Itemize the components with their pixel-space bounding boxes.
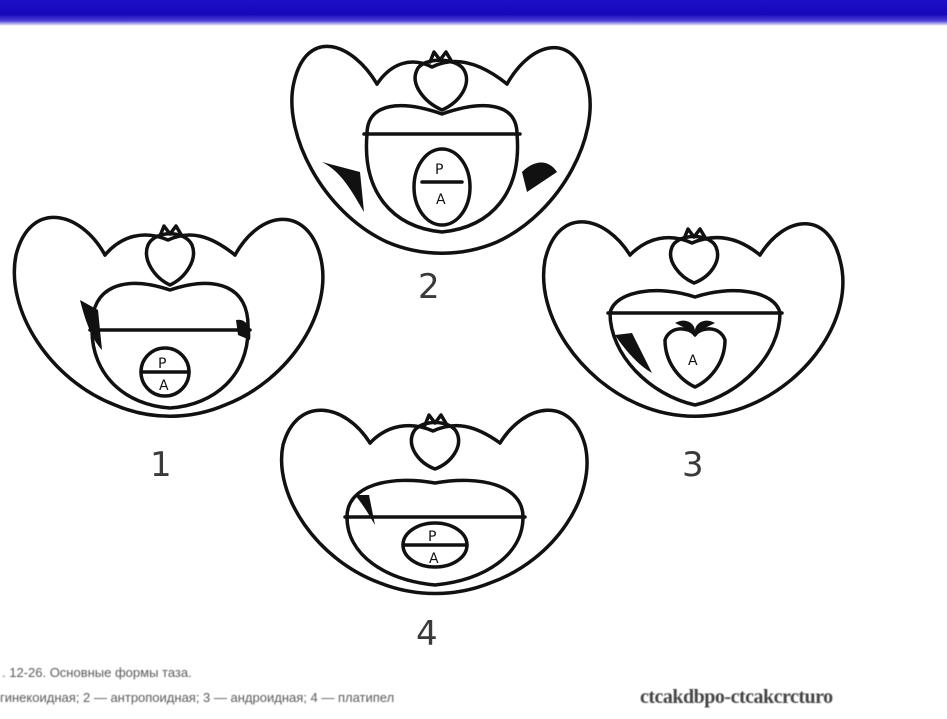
pelvis4-letter-p: P: [428, 529, 436, 545]
label-pelvis-2: 2: [418, 270, 440, 304]
figure-caption-legend: гинекоидная; 2 — антропоидная; 3 — андро…: [0, 690, 394, 705]
pelvis1-letter-a: A: [159, 378, 169, 394]
label-pelvis-3: 3: [682, 448, 704, 482]
pelvis2-letter-p: P: [435, 162, 443, 178]
label-pelvis-4: 4: [416, 617, 438, 651]
pelvis1-letter-p: P: [158, 356, 166, 372]
pelvis2-letter-a: A: [436, 192, 446, 208]
pelvis-diagram-4: P A: [275, 395, 595, 605]
pelvis3-letter-a: A: [688, 353, 698, 369]
label-pelvis-1: 1: [150, 448, 172, 482]
pelvis4-letter-a: A: [429, 551, 439, 567]
figure-caption-title: . 12-26. Основные формы таза.: [2, 665, 192, 680]
watermark-text: ctcakdbpo-ctcakcrcturo: [640, 686, 833, 709]
